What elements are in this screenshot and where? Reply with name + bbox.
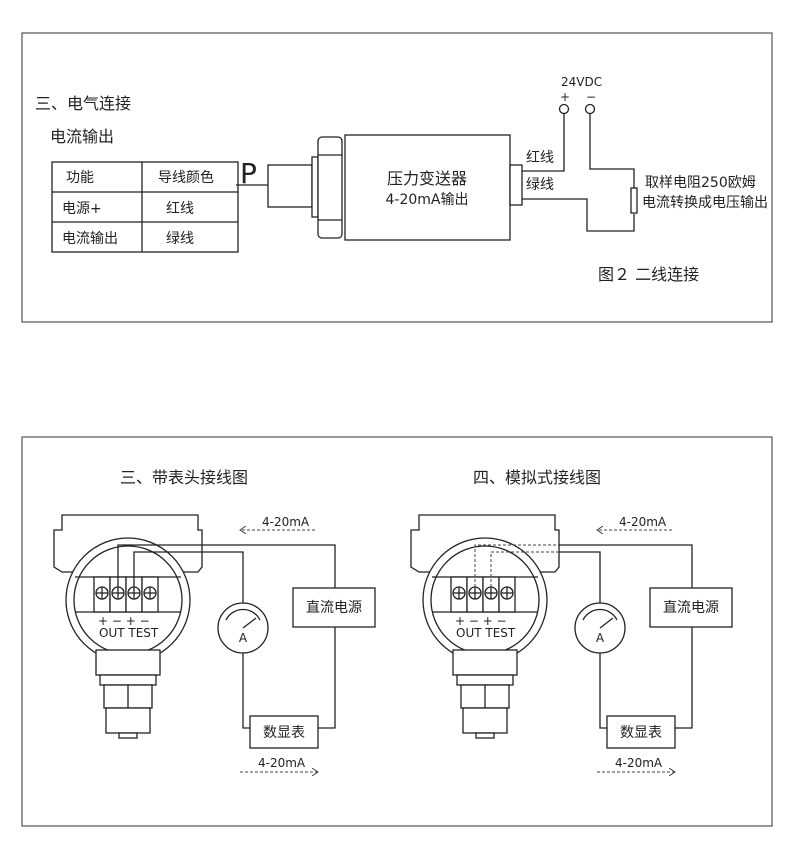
- terminal-block: [93, 576, 159, 613]
- display-wire: [242, 653, 250, 729]
- digital-display-meter: [249, 715, 319, 749]
- terminal-labels: OUT TEST: [99, 626, 159, 640]
- cable-connector: [509, 164, 523, 206]
- display-wire: [599, 653, 607, 729]
- return-wire: [675, 627, 693, 729]
- analog-wiring-diagram: + − + − OUT TEST A 直流电源 数显表 4-20mA 4-20m…: [410, 514, 733, 772]
- pressure-port: [105, 707, 151, 734]
- ammeter: A: [574, 602, 626, 654]
- sampling-resistor: [630, 187, 638, 214]
- dc-power-supply: [649, 587, 733, 628]
- section-title: 三、电气连接: [35, 94, 131, 113]
- transmitter-output: 4-20mA输出: [386, 192, 469, 208]
- section-title-analog: 四、模拟式接线图: [473, 468, 601, 487]
- housing-neck: [452, 649, 518, 676]
- transmitter-housing: + − + − OUT TEST: [410, 514, 560, 739]
- dc-power-supply: [292, 587, 376, 628]
- table-header: 功能: [66, 170, 94, 186]
- power-supply-label: 直流电源: [306, 599, 362, 616]
- transmitter-housing: + − + − OUT TEST: [53, 514, 203, 739]
- plus-sign: +: [560, 90, 570, 104]
- process-fitting: [267, 164, 313, 208]
- table-cell: 电流输出: [62, 231, 118, 247]
- power-supply-label: 直流电源: [663, 599, 719, 616]
- meter-needle: [242, 617, 257, 629]
- resistor-label: 取样电阻250欧姆: [645, 175, 756, 191]
- green-wire-label: 绿线: [526, 177, 554, 193]
- wiring: + − 24VDC 红线 绿线 取样电阻250欧姆 电流转换成电压输出: [522, 75, 768, 232]
- terminal-labels: OUT TEST: [456, 626, 516, 640]
- green-wire: [522, 198, 635, 232]
- meter-wire: [202, 551, 244, 603]
- panel-frame: [21, 436, 773, 827]
- resistor-description: 电流转换成电压输出: [642, 194, 768, 211]
- digital-meter-label: 数显表: [263, 725, 305, 741]
- wire-color-table: 功能 导线颜色 电源+ 红线 电流输出 绿线: [51, 161, 239, 253]
- supply-wire: [202, 544, 336, 588]
- figure-caption: 图２ 二线连接: [598, 265, 699, 284]
- pressure-port: [462, 707, 508, 734]
- negative-wire: [589, 114, 635, 188]
- pressure-label: P: [240, 157, 257, 190]
- pressure-transmitter: 压力变送器 4-20mA输出: [267, 134, 523, 241]
- positive-terminal: [558, 103, 570, 115]
- current-label-bottom: 4-20mA: [258, 756, 306, 770]
- hex-nut: [317, 136, 343, 239]
- red-wire-label: 红线: [526, 150, 554, 166]
- negative-terminal: [584, 103, 596, 115]
- table-cell: 红线: [166, 201, 194, 217]
- table-cell: 电源+: [62, 201, 102, 217]
- transmitter-body: [344, 134, 511, 241]
- section-title-with-meter: 三、带表头接线图: [120, 468, 248, 487]
- return-wire: [318, 627, 336, 729]
- current-label-top: 4-20mA: [619, 515, 667, 529]
- ammeter-label: A: [239, 631, 248, 645]
- ammeter: A: [217, 602, 269, 654]
- meter-needle: [599, 617, 614, 629]
- meter-wire: [559, 551, 601, 603]
- meter-head-wiring-diagram: + − + − OUT TEST A 直流电源 数显表 4-20mA 4-20m…: [53, 514, 376, 772]
- housing-neck: [95, 649, 161, 676]
- ammeter-label: A: [596, 631, 605, 645]
- current-label-top: 4-20mA: [262, 515, 310, 529]
- subtitle: 电流输出: [50, 127, 114, 146]
- terminal-block: [450, 576, 516, 613]
- supply-wire: [559, 544, 693, 588]
- two-wire-connection-panel: 三、电气连接 电流输出 功能 导线颜色 电源+ 红线 电流输出 绿线 P 压力变…: [21, 32, 773, 323]
- terminal-signs: + − + −: [455, 614, 507, 628]
- current-label-bottom: 4-20mA: [615, 756, 663, 770]
- table-cell: 绿线: [166, 231, 194, 247]
- digital-meter-label: 数显表: [620, 725, 662, 741]
- digital-display-meter: [606, 715, 676, 749]
- supply-voltage: 24VDC: [561, 75, 602, 89]
- table-header: 导线颜色: [158, 169, 214, 186]
- terminal-signs: + − + −: [98, 614, 150, 628]
- panel-frame: [21, 32, 773, 323]
- red-wire: [522, 114, 565, 172]
- transmitter-name: 压力变送器: [387, 169, 467, 188]
- minus-sign: −: [586, 90, 596, 104]
